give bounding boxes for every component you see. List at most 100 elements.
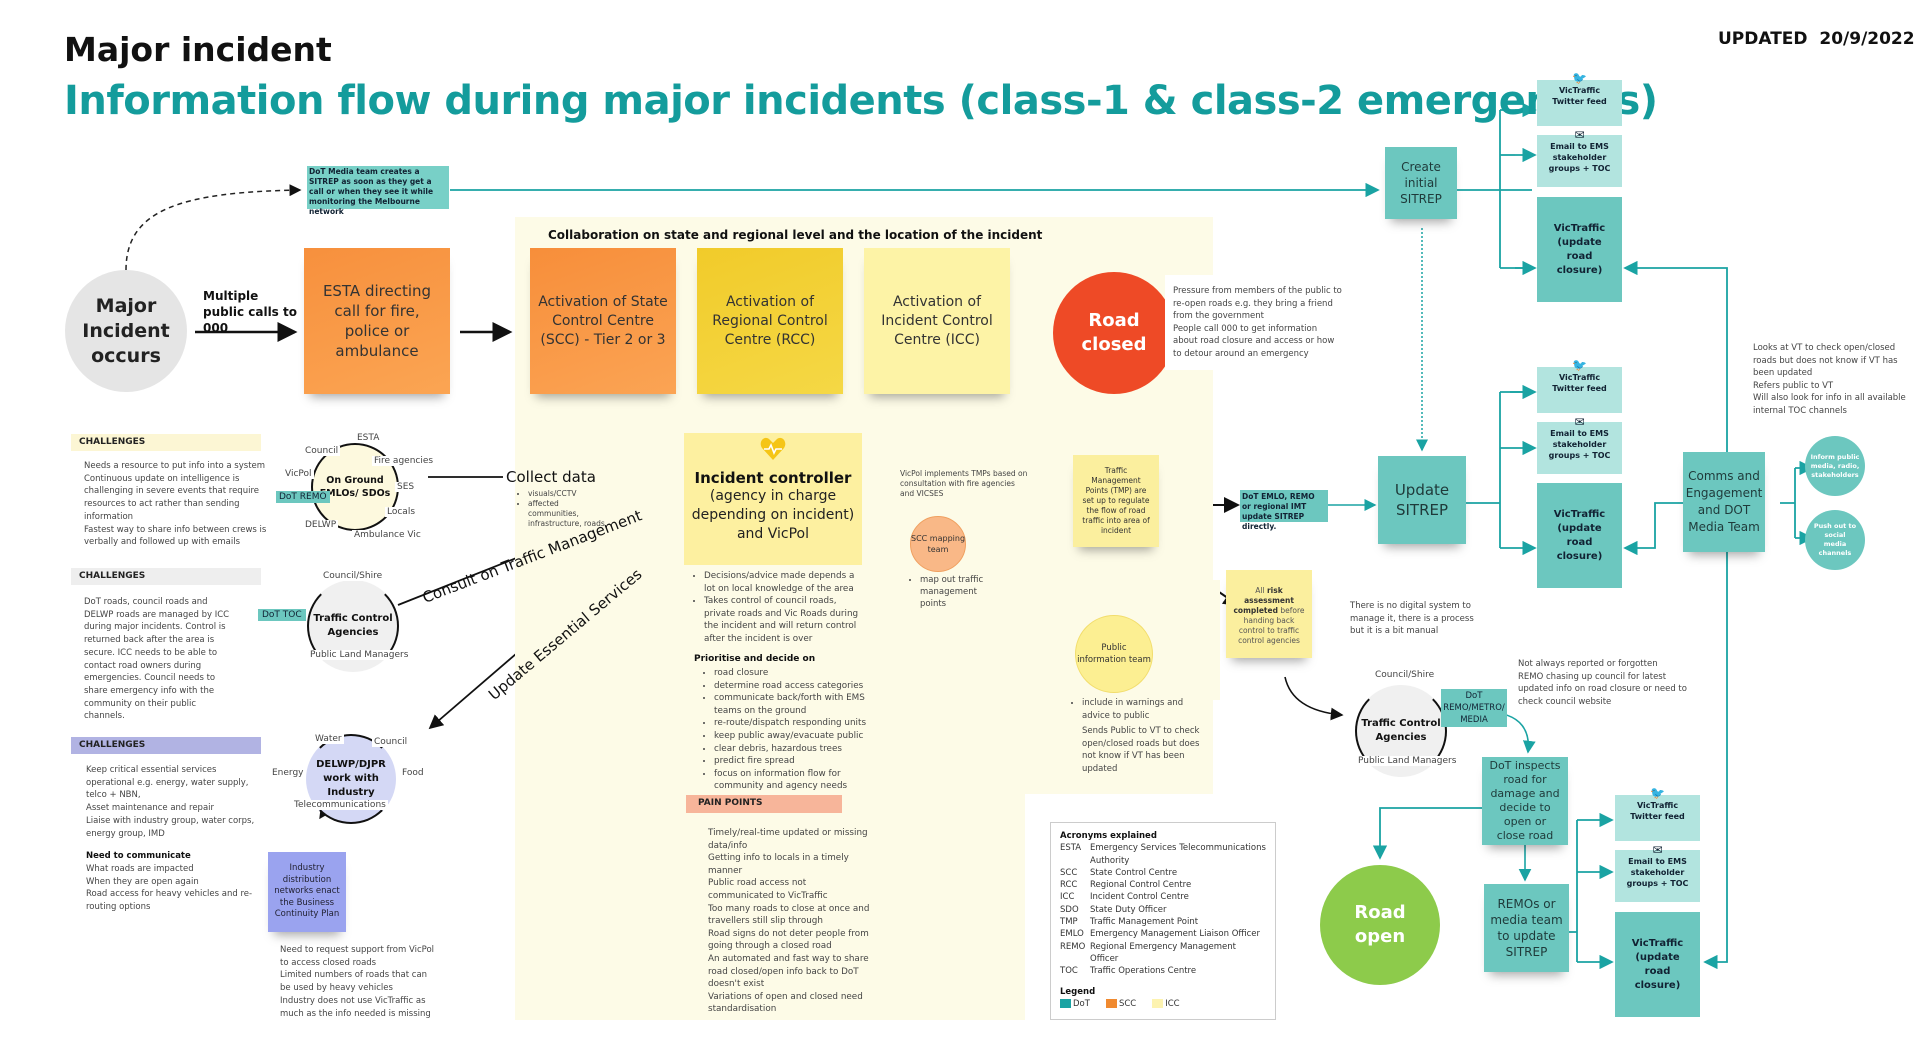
industry-node[interactable]: Industry distribution networks enact the… <box>268 852 346 932</box>
tag-food: Food <box>400 768 426 778</box>
acronym-row: SDO State Duty Officer <box>1060 904 1266 916</box>
media-sitrep-note: DoT Media team creates a SITREP as soon … <box>307 166 449 216</box>
email-ems-1[interactable]: ✉ Email to EMS stakeholder groups + TOC <box>1537 129 1622 187</box>
tmp-node[interactable]: Traffic Management Points (TMP) are set … <box>1073 455 1159 547</box>
prioritise-list: road closure determine road access categ… <box>700 667 870 793</box>
road-closed-node[interactable]: Road closed <box>1053 272 1175 394</box>
acronym-full: Emergency Services Telecommunications Au… <box>1090 843 1266 866</box>
inform-public-node[interactable]: Inform public media, radio, stakeholders <box>1805 436 1865 496</box>
victraffic-3[interactable]: VicTraffic (update road closure) <box>1615 912 1700 1017</box>
updated-date: UPDATED 20/9/2022 <box>1718 29 1915 49</box>
tag-ambulance-vic: Ambulance Vic <box>352 530 423 540</box>
controller-notes: Decisions/advice made depends a lot on l… <box>690 570 860 645</box>
dot-inspects-node[interactable]: DoT inspects road for damage and decide … <box>1482 757 1568 845</box>
dotted-arrow <box>125 184 302 271</box>
acronym-abbr: ICC <box>1060 892 1075 903</box>
legend-heading: Legend <box>1060 986 1096 997</box>
acronyms-list: ESTA Emergency Services Telecommunication… <box>1060 842 1266 977</box>
dot-remo-metro-tag: DoT REMO/METRO/ MEDIA <box>1441 689 1507 727</box>
victraffic-2[interactable]: VicTraffic (update road closure) <box>1537 483 1622 588</box>
scc-node[interactable]: Activation of State Control Centre (SCC)… <box>530 248 676 394</box>
esta-node[interactable]: ESTA directing call for fire, police or … <box>304 248 450 394</box>
email-icon: ✉ <box>1574 128 1585 142</box>
tag-council: Council <box>303 446 341 456</box>
acronym-row: TMP Traffic Management Point <box>1060 916 1266 928</box>
push-social-node[interactable]: Push out to social media channels <box>1805 510 1865 570</box>
rcc-node[interactable]: Activation of Regional Control Centre (R… <box>697 248 843 394</box>
collect-data-label: Collect data <box>506 468 596 486</box>
page-title: Major incident <box>64 30 332 69</box>
remos-update-node[interactable]: REMOs or media team to update SITREP <box>1484 884 1569 972</box>
twitter-icon: 🐦 <box>1650 786 1665 800</box>
tag-vicpol: VicPol <box>283 469 314 479</box>
pain-points-list: Timely/real-time updated or missing data… <box>708 828 870 1015</box>
legend-swatch <box>1105 998 1117 1008</box>
page-subtitle: Information flow during major incidents … <box>64 78 1658 124</box>
tag-locals: Locals <box>385 507 418 517</box>
acronym-abbr: SDO <box>1060 904 1079 915</box>
twitter-feed-1[interactable]: 🐦 VicTraffic Twitter feed <box>1537 72 1622 126</box>
twitter-feed-2[interactable]: 🐦 VicTraffic Twitter feed <box>1537 359 1622 413</box>
acronym-row: RCC Regional Control Centre <box>1060 879 1266 891</box>
prioritise-heading: Prioritise and decide on <box>694 654 816 664</box>
acronym-full: State Duty Officer <box>1090 904 1167 915</box>
challenges-heading-1: CHALLENGES <box>71 434 261 451</box>
tag-council-shire-right: Council/Shire <box>1373 670 1437 680</box>
twitter-icon: 🐦 <box>1572 71 1587 85</box>
email-icon: ✉ <box>1574 415 1585 429</box>
create-sitrep-node[interactable]: Create initial SITREP <box>1385 147 1457 219</box>
collect-data-bullets: visuals/CCTVaffected communities, infras… <box>518 489 608 529</box>
acronym-abbr: TOC <box>1060 966 1078 977</box>
pain-points-heading: PAIN POINTS <box>686 795 842 813</box>
acronym-full: Emergency Management Liaison Officer <box>1090 929 1261 940</box>
acronym-row: EMLO Emergency Management Liaison Officer <box>1060 928 1266 940</box>
acronym-abbr: TMP <box>1060 917 1078 928</box>
tag-delwp: DELWP <box>303 520 339 530</box>
acronyms-heading: Acronyms explained <box>1060 831 1157 841</box>
twitter-icon: 🐦 <box>1572 358 1587 372</box>
legend: DoT SCC ICC <box>1060 998 1266 1010</box>
update-sitrep-node[interactable]: Update SITREP <box>1378 456 1466 544</box>
tag-public-land-right: Public Land Managers <box>1356 756 1459 766</box>
comms-team-node[interactable]: Comms and Engagement and DOT Media Team <box>1683 452 1765 552</box>
delwp-node[interactable]: DELWP/DJPR work with Industry <box>306 734 396 824</box>
icc-node[interactable]: Activation of Incident Control Centre (I… <box>864 248 1010 394</box>
acronym-abbr: ESTA <box>1060 843 1082 854</box>
major-incident-node[interactable]: Major Incident occurs <box>65 270 187 392</box>
dot-toc-tag: DoT TOC <box>258 609 306 621</box>
scc-mapping-notes: map out traffic management points <box>908 574 993 610</box>
risk-assessment-node[interactable]: All risk assessment completed before han… <box>1226 570 1312 658</box>
controller-subtitle: (agency in charge depending on incident)… <box>691 488 855 542</box>
email-ems-3[interactable]: ✉ Email to EMS stakeholder groups + TOC <box>1615 844 1700 902</box>
legend-item: ICC <box>1152 998 1180 1010</box>
dot-update-note: DoT EMLO, REMO or regional IMT update SI… <box>1240 490 1328 531</box>
acronym-full: Traffic Management Point <box>1090 917 1199 928</box>
acronym-row: ESTA Emergency Services Telecommunication… <box>1060 842 1266 867</box>
public-info-node[interactable]: Public information team <box>1075 615 1153 693</box>
twitter-feed-3[interactable]: 🐦 VicTraffic Twitter feed <box>1615 787 1700 841</box>
email-ems-2[interactable]: ✉ Email to EMS stakeholder groups + TOC <box>1537 416 1622 474</box>
challenges-text-2: DoT roads, council roads and DELWP roads… <box>84 597 230 722</box>
victraffic-1[interactable]: VicTraffic (update road closure) <box>1537 197 1622 302</box>
acronym-full: Incident Control Centre <box>1090 892 1189 903</box>
industry-note: Need to request support from VicPol to a… <box>280 945 435 1019</box>
legend-swatch <box>1060 998 1071 1008</box>
challenges-heading-2: CHALLENGES <box>71 568 261 585</box>
acronym-abbr: RCC <box>1060 880 1078 891</box>
controller-title: Incident controller <box>694 469 852 487</box>
tag-water: Water <box>313 734 344 744</box>
legend-item: SCC <box>1105 998 1136 1010</box>
incident-controller-node[interactable]: Incident controller (agency in charge de… <box>684 433 862 565</box>
acronym-row: TOC Traffic Operations Centre <box>1060 965 1266 977</box>
road-open-node[interactable]: Road open <box>1320 865 1440 985</box>
legend-item: DoT <box>1060 998 1090 1010</box>
acronym-full: Regional Control Centre <box>1090 880 1192 891</box>
acronym-abbr: EMLO <box>1060 929 1084 940</box>
challenges-text-3: Keep critical essential services operati… <box>86 765 255 913</box>
tag-esta: ESTA <box>355 433 382 443</box>
acronym-full: Traffic Operations Centre <box>1090 966 1197 977</box>
heart-pulse-icon <box>684 437 862 465</box>
scc-mapping-node[interactable]: SCC mapping team <box>910 516 966 572</box>
